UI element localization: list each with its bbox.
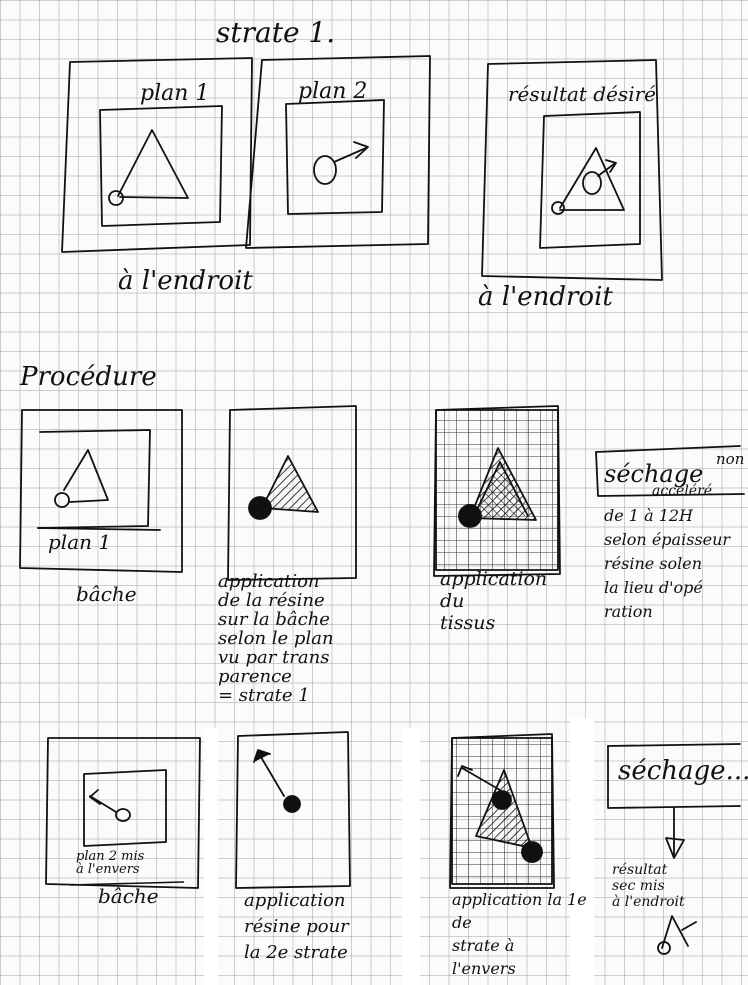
row1-step4-text: de 1 à 12H selon épaisseur résine solen … bbox=[604, 504, 730, 624]
paper-patch-2 bbox=[402, 728, 420, 985]
strate-title: strate 1. bbox=[216, 18, 335, 47]
row1-step2-line: vu par trans bbox=[218, 648, 334, 667]
endroit-right: à l'endroit bbox=[478, 284, 613, 311]
row2-step3-line: application la 1e bbox=[452, 888, 587, 911]
row1-step4-side: non bbox=[716, 452, 744, 468]
row2-step4-text: résultat sec mis à l'endroit bbox=[612, 862, 685, 910]
row2-step2-sketch bbox=[236, 732, 350, 888]
procedure-title: Procédure bbox=[20, 364, 157, 391]
plan1-label: plan 1 bbox=[140, 82, 209, 105]
row2-step3-line: strate à bbox=[452, 934, 587, 957]
row2-step4-line: à l'endroit bbox=[612, 894, 685, 910]
row1-step2-line: parence bbox=[218, 667, 334, 686]
row1-step2-line: sur la bâche bbox=[218, 610, 334, 629]
result-label: résultat désiré bbox=[508, 84, 656, 105]
row1-step2-line: = strate 1 bbox=[218, 686, 334, 705]
row1-step3-text: application du tissus bbox=[440, 568, 547, 634]
row2-step1-inner: plan 2 mis à l'envers bbox=[76, 850, 144, 876]
row1-step2-sketch bbox=[228, 406, 356, 580]
paper-patch-1 bbox=[204, 728, 218, 985]
row2-step3-text: application la 1e de strate à l'envers bbox=[452, 888, 587, 980]
row2-step2-text: application résine pour la 2e strate bbox=[244, 888, 349, 966]
row1-step2-line: de la résine bbox=[218, 591, 334, 610]
row2-step1-caption: bâche bbox=[98, 886, 159, 907]
row2-step4-line: sec mis bbox=[612, 878, 685, 894]
row2-step3-sketch bbox=[450, 734, 554, 888]
row1-step4-line: de 1 à 12H bbox=[604, 504, 730, 528]
row1-step4-line: ration bbox=[604, 600, 730, 624]
row1-step3-line: du bbox=[440, 590, 547, 612]
row1-step2-line: selon le plan bbox=[218, 629, 334, 648]
row1-step3-line: tissus bbox=[440, 612, 547, 634]
row1-step2-text: application de la résine sur la bâche se… bbox=[218, 572, 334, 705]
row1-step4-line: la lieu d'opé bbox=[604, 576, 730, 600]
row2-step2-line: résine pour bbox=[244, 914, 349, 940]
row2-step2-line: application bbox=[244, 888, 349, 914]
endroit-left: à l'endroit bbox=[118, 268, 253, 295]
row1-step4-line: selon épaisseur bbox=[604, 528, 730, 552]
row1-step1-caption: bâche bbox=[76, 584, 137, 605]
row2-step3-line: de bbox=[452, 911, 587, 934]
row1-step3-line: application bbox=[440, 568, 547, 590]
row2-step4-line: résultat bbox=[612, 862, 685, 878]
row1-step4-note: accéléré bbox=[652, 484, 712, 499]
plan2-label: plan 2 bbox=[298, 80, 367, 103]
row2-step3-line: l'envers bbox=[452, 957, 587, 980]
row2-step4-box-label: séchage... bbox=[618, 758, 748, 785]
row1-step2-line: application bbox=[218, 572, 334, 591]
row1-step3-sketch bbox=[434, 406, 560, 576]
row2-step1-inner-line: à l'envers bbox=[76, 863, 144, 876]
row1-step4-line: résine solen bbox=[604, 552, 730, 576]
row2-step2-line: la 2e strate bbox=[244, 940, 349, 966]
row1-step1-inner: plan 1 bbox=[48, 532, 111, 553]
